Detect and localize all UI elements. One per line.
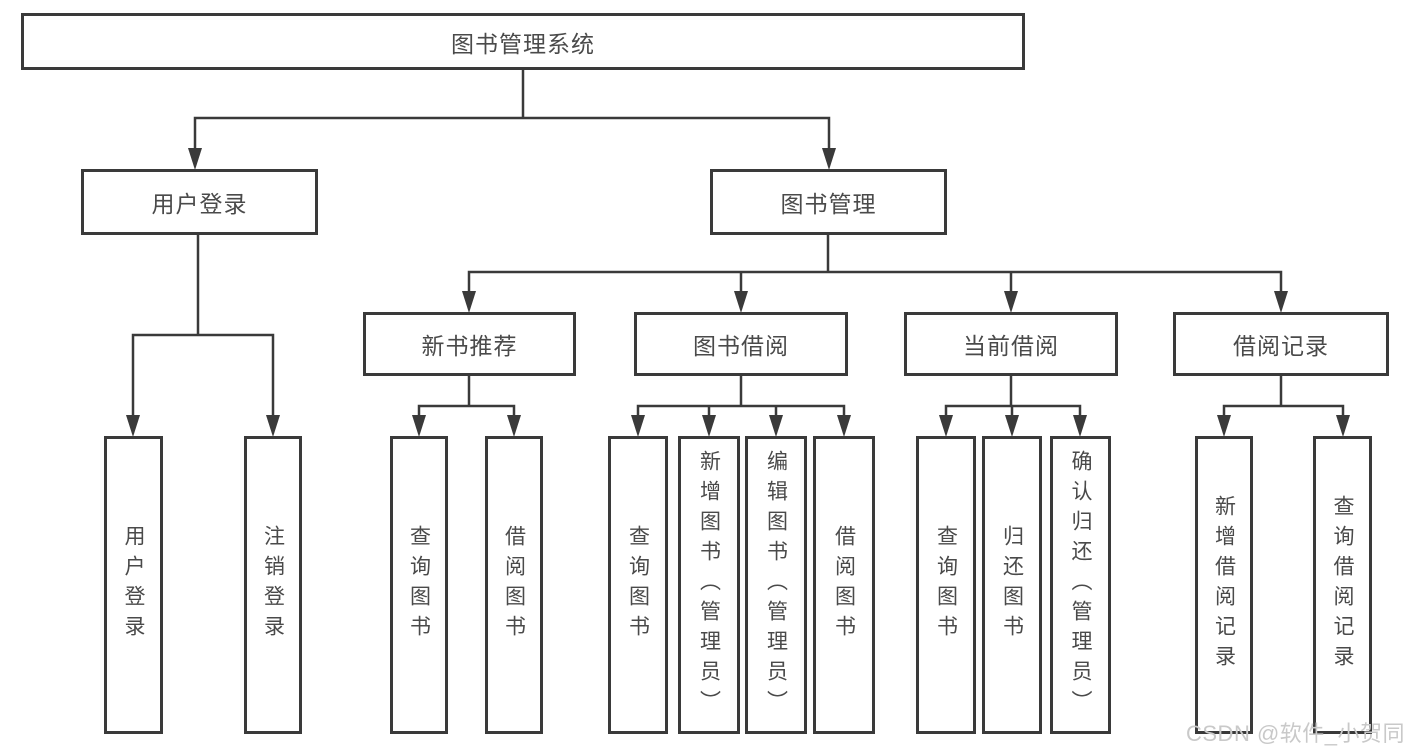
node-label: 图书借阅: [693, 333, 789, 359]
arrow-down-icon: [1336, 415, 1350, 437]
node-user-login: 用户登录: [81, 169, 318, 235]
node-current-borrowing: 当前借阅: [904, 312, 1118, 376]
node-label: 用户登录: [151, 191, 248, 217]
leaf-label: 查询图书: [934, 525, 958, 645]
leaf-edit-book-admin: 编辑图书（管理员）: [745, 436, 807, 734]
leaf-label: 新增图书（管理员）: [697, 450, 721, 720]
arrow-down-icon: [188, 148, 202, 170]
arrow-down-icon: [462, 291, 476, 313]
arrow-down-icon: [1005, 415, 1019, 437]
node-label: 图书管理系统: [451, 30, 595, 57]
csdn-watermark: CSDN @软件_小贺同学: [1186, 721, 1405, 746]
leaf-query-books-recommend: 查询图书: [390, 436, 448, 734]
arrow-down-icon: [412, 415, 426, 437]
arrow-down-icon: [702, 415, 716, 437]
arrow-down-icon: [837, 415, 851, 437]
node-book-management: 图书管理: [710, 169, 947, 235]
arrow-down-icon: [1073, 415, 1087, 437]
arrow-down-icon: [822, 148, 836, 170]
node-label: 图书管理: [780, 191, 877, 217]
leaf-query-books-current: 查询图书: [916, 436, 976, 734]
leaf-label: 查询图书: [626, 525, 650, 645]
arrow-down-icon: [939, 415, 953, 437]
leaf-label: 查询借阅记录: [1331, 495, 1354, 675]
node-book-borrowing: 图书借阅: [634, 312, 848, 376]
connector-path: [131, 68, 1345, 422]
node-new-book-recommend: 新书推荐: [363, 312, 576, 376]
leaf-add-borrow-record: 新增借阅记录: [1195, 436, 1253, 734]
leaf-label: 归还图书: [1000, 525, 1024, 645]
leaf-label: 注销登录: [261, 525, 285, 645]
arrow-down-icon: [126, 415, 140, 437]
leaf-borrow-books-recommend: 借阅图书: [485, 436, 543, 734]
arrow-down-icon: [1274, 291, 1288, 313]
leaf-query-borrow-record: 查询借阅记录: [1313, 436, 1372, 734]
node-label: 新书推荐: [421, 333, 518, 359]
leaf-label: 用户登录: [122, 525, 145, 645]
leaf-label: 编辑图书（管理员）: [764, 450, 788, 720]
arrow-down-icon: [1217, 415, 1231, 437]
leaf-label: 查询图书: [407, 525, 431, 645]
leaf-label: 借阅图书: [502, 525, 526, 645]
leaf-confirm-return-admin: 确认归还（管理员）: [1050, 436, 1111, 734]
leaf-label: 借阅图书: [832, 525, 856, 645]
arrow-down-icon: [1004, 291, 1018, 313]
leaf-user-login: 用户登录: [104, 436, 163, 734]
arrow-down-icon: [734, 291, 748, 313]
arrow-down-icon: [507, 415, 521, 437]
leaf-label: 新增借阅记录: [1212, 495, 1236, 675]
node-borrow-records: 借阅记录: [1173, 312, 1389, 376]
arrow-down-icon: [266, 415, 280, 437]
arrow-down-icon: [769, 415, 783, 437]
leaf-label: 确认归还（管理员）: [1069, 450, 1092, 720]
leaf-query-books-borrowing: 查询图书: [608, 436, 668, 734]
arrow-down-icon: [631, 415, 645, 437]
node-library-management-system: 图书管理系统: [21, 13, 1025, 70]
leaf-return-books: 归还图书: [982, 436, 1042, 734]
node-label: 借阅记录: [1233, 333, 1329, 359]
leaf-logout-login: 注销登录: [244, 436, 302, 734]
arrowheads: [126, 148, 1350, 437]
leaf-add-book-admin: 新增图书（管理员）: [678, 436, 740, 734]
node-label: 当前借阅: [963, 333, 1059, 359]
leaf-borrow-books-borrowing: 借阅图书: [813, 436, 875, 734]
